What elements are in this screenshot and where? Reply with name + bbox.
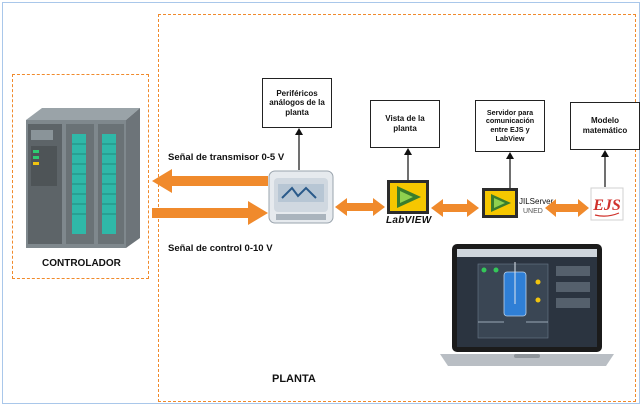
daq-device-image	[268, 170, 334, 224]
laptop-image	[440, 244, 614, 366]
modelo-text: Modelo matemático	[582, 116, 628, 135]
labview-text: LabVIEW	[386, 215, 432, 226]
ejs-logo-text: EJS	[592, 197, 621, 214]
transmisor-label: Señal de transmisor 0-5 V	[168, 152, 285, 163]
arrow-labview-jil	[431, 199, 479, 217]
arrow-jil-ejs	[545, 199, 589, 217]
jilserver-text: JILServer	[519, 197, 554, 206]
controlador-label: CONTROLADOR	[42, 258, 121, 269]
vista-text: Vista de la planta	[385, 114, 425, 133]
servidor-box: Servidor para comunicación entre EJS y L…	[475, 100, 545, 152]
planta-label: PLANTA	[272, 373, 316, 385]
perifericos-box: Periféricos análogos de la planta	[262, 78, 332, 128]
vista-box: Vista de la planta	[370, 100, 440, 148]
uned-text: UNED	[523, 208, 543, 215]
controlador-region	[12, 74, 149, 279]
modelo-box: Modelo matemático	[570, 102, 640, 150]
servidor-connector	[506, 152, 514, 188]
perifericos-connector	[295, 128, 303, 170]
signal-arrows	[152, 169, 268, 225]
labview-icon	[387, 180, 429, 214]
arrow-daq-labview	[335, 198, 385, 216]
ejs-icon: EJS	[590, 187, 624, 221]
modelo-connector	[601, 150, 609, 187]
vista-connector	[404, 148, 412, 180]
servidor-text: Servidor para comunicación entre EJS y L…	[485, 107, 535, 143]
plc-controller-image	[26, 108, 140, 248]
control-label: Señal de control 0-10 V	[168, 243, 273, 254]
perifericos-text: Periféricos análogos de la planta	[269, 88, 325, 117]
jilserver-icon	[482, 188, 518, 218]
